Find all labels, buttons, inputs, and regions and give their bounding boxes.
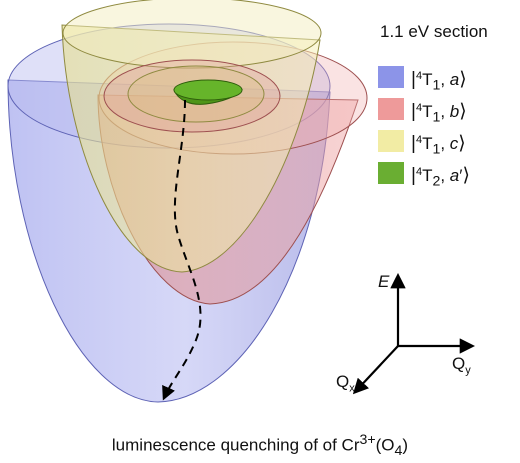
- legend-item: |4T1, b⟩: [378, 94, 518, 125]
- legend: |4T1, a⟩ |4T1, b⟩ |4T1, c⟩ |4T2, a′⟩: [378, 62, 518, 190]
- energy-axis-label: E: [378, 272, 390, 291]
- surface-4t1-c: [61, 24, 321, 273]
- legend-label: |4T2, a′⟩: [411, 165, 470, 190]
- legend-label: |4T1, b⟩: [411, 101, 467, 126]
- legend-swatch: [378, 162, 404, 184]
- figure-caption: luminescence quenching of of Cr3+(O4): [111, 432, 409, 460]
- legend-swatch: [378, 98, 404, 120]
- legend-item: |4T1, a⟩: [378, 62, 518, 93]
- qx-axis-arrow: [352, 345, 399, 395]
- legend-item: |4T2, a′⟩: [378, 158, 518, 189]
- surface-4t2-a-prime-rim: [173, 79, 243, 101]
- legend-swatch: [378, 130, 404, 152]
- qx-axis-label: Qx: [336, 372, 355, 395]
- legend-swatch: [378, 66, 404, 88]
- qy-axis-label: Qy: [452, 354, 471, 377]
- legend-label: |4T1, c⟩: [411, 133, 466, 158]
- legend-label: |4T1, a⟩: [411, 69, 467, 94]
- surface-4t1-c-rim: [62, 0, 322, 69]
- legend-item: |4T1, c⟩: [378, 126, 518, 157]
- legend-title: 1.1 eV section: [380, 22, 488, 41]
